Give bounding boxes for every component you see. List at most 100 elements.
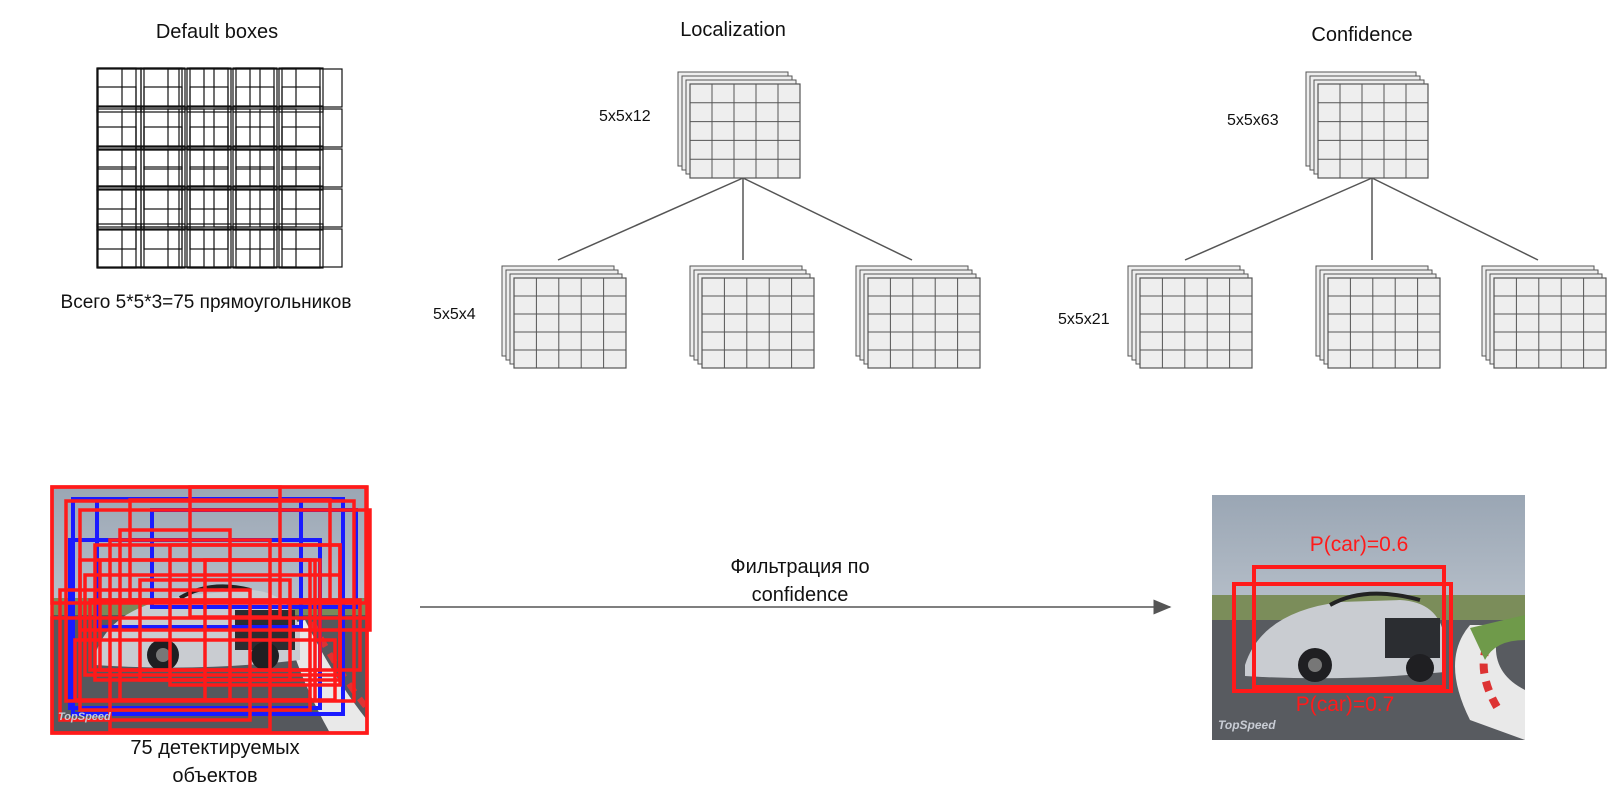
localization-title: Localization [680, 19, 786, 41]
confidence-tensor-5x5x21-3 [1481, 265, 1607, 369]
result-photo [1212, 495, 1525, 740]
tensor-front-grid [513, 277, 627, 369]
default-box [97, 86, 137, 170]
tensor-front-grid [1317, 83, 1429, 179]
default-box [278, 105, 324, 151]
default-box [167, 108, 251, 148]
default-box [232, 105, 278, 151]
default-box [259, 228, 343, 268]
result-box2-label: P(car)=0.7 [1295, 693, 1395, 716]
detection-box-red [168, 543, 342, 687]
default-box [213, 68, 297, 108]
default-box [96, 68, 180, 108]
filter-label-line2: confidence [751, 584, 849, 606]
default-box [167, 148, 251, 188]
default-box [281, 126, 321, 210]
default-box [140, 145, 186, 191]
default-box [121, 148, 205, 188]
default-box [213, 188, 297, 228]
default-box [259, 108, 343, 148]
default-box [96, 188, 180, 228]
default-box [96, 148, 180, 188]
default-box [281, 86, 321, 170]
default-box [281, 166, 321, 250]
car-shape-result [1245, 591, 1445, 682]
localization-tree-lines [557, 177, 913, 261]
default-box [140, 67, 186, 113]
confidence-tensor-5x5x63 [1305, 71, 1429, 179]
localization-sub-label: 5x5x4 [433, 306, 476, 323]
localization-tensor-5x5x12 [677, 71, 801, 179]
default-box [140, 185, 186, 231]
detections-caption-line2: объектов [172, 765, 258, 787]
result-box-1 [1252, 565, 1446, 689]
tensor-front-grid [867, 277, 981, 369]
default-box [96, 185, 142, 231]
localization-tensor-5x5x4-3 [855, 265, 981, 369]
default-box [121, 68, 205, 108]
default-box [96, 145, 142, 191]
detection-box-red [138, 578, 292, 682]
default-box [189, 126, 229, 210]
default-box [167, 68, 251, 108]
default-boxes-grid [96, 67, 343, 269]
default-box [186, 67, 232, 113]
default-box [96, 108, 180, 148]
default-box [186, 185, 232, 231]
default-box [232, 185, 278, 231]
default-box [189, 166, 229, 250]
detections-caption: 75 детектируемых объектов [130, 734, 299, 790]
default-box [186, 145, 232, 191]
default-box [97, 166, 137, 250]
default-box [213, 228, 297, 268]
default-box [96, 228, 180, 268]
result-watermark: TopSpeed [1218, 718, 1276, 732]
default-box [235, 126, 275, 210]
default-box [235, 86, 275, 170]
default-box [167, 188, 251, 228]
default-box [96, 223, 142, 269]
detection-box-red [58, 588, 252, 722]
default-box [186, 223, 232, 269]
default-box [189, 86, 229, 170]
default-box [140, 105, 186, 151]
confidence-tensor-5x5x21-2 [1315, 265, 1441, 369]
tensor-front-grid [689, 83, 801, 179]
confidence-title: Confidence [1311, 24, 1413, 46]
detection-boxes [50, 485, 372, 735]
localization-tensor-5x5x4-1 [501, 265, 627, 369]
detections-watermark: TopSpeed [58, 711, 111, 723]
detection-box-red [88, 598, 362, 672]
default-box [140, 223, 186, 269]
default-box [121, 108, 205, 148]
default-box [278, 67, 324, 113]
detection-box-red [188, 485, 282, 619]
default-box [278, 223, 324, 269]
confidence-stack-label: 5x5x63 [1227, 112, 1279, 129]
default-box [143, 86, 183, 170]
result-box-2 [1232, 582, 1453, 693]
default-box [259, 148, 343, 188]
default-box [213, 108, 297, 148]
confidence-tensor-5x5x21-1 [1127, 265, 1253, 369]
default-box [259, 188, 343, 228]
localization-stack-label: 5x5x12 [599, 108, 651, 125]
filter-label-line1: Фильтрация по [730, 556, 870, 578]
detections-caption-line1: 75 детектируемых [130, 737, 300, 759]
confidence-sub-label: 5x5x21 [1058, 311, 1110, 328]
tensor-front-grid [701, 277, 815, 369]
default-box [121, 228, 205, 268]
tensor-front-grid [1327, 277, 1441, 369]
default-box [232, 67, 278, 113]
filter-label: Фильтрация по confidence [730, 553, 869, 609]
detection-box-red [203, 558, 317, 702]
default-box [213, 148, 297, 188]
confidence-tree-lines [1184, 177, 1539, 261]
tensor-front-grid [1139, 277, 1253, 369]
default-boxes-title: Default boxes [155, 21, 279, 43]
default-box [278, 185, 324, 231]
default-box [143, 126, 183, 210]
default-box [232, 145, 278, 191]
default-box [278, 145, 324, 191]
